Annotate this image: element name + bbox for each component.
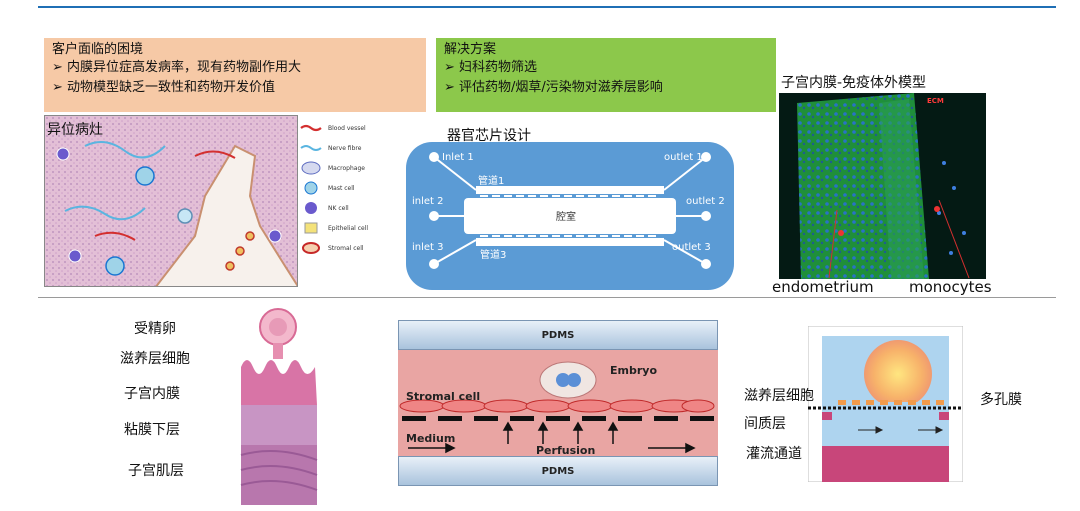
layer-label: 子宫肌层 xyxy=(128,463,184,479)
fluorescence-drawing xyxy=(779,93,986,279)
chip-channels xyxy=(429,152,711,269)
medium-label: Medium xyxy=(406,432,456,445)
channel-1-label: 管道1 xyxy=(478,176,505,187)
challenges-title: 客户面临的困境 xyxy=(52,42,144,57)
challenges-box: 客户面临的困境 ➢ 内膜异位症高发病率，现有药物副作用大 ➢ 动物模型缺乏一致性… xyxy=(44,38,426,112)
solutions-box: 解决方案 ➢ 妇科药物筛选 ➢ 评估药物/烟草/污染物对滋养层影响 xyxy=(436,38,776,112)
chip-title: 器官芯片设计 xyxy=(447,128,531,144)
blood-vessel-icon xyxy=(300,124,322,132)
organ-chip-diagram: Inlet 1 inlet 2 inlet 3 outlet 1 outlet … xyxy=(406,142,734,290)
legend-row: Macrophage xyxy=(300,158,412,178)
mast-cell-icon xyxy=(304,181,318,195)
macrophage-icon xyxy=(301,161,321,175)
immune-model-title: 子宫内膜-免疫体外模型 xyxy=(781,75,927,91)
perfusion-channel-label: 灌流通道 xyxy=(746,446,802,462)
outlet-2-label: outlet 2 xyxy=(686,196,725,207)
legend-row: Mast cell xyxy=(300,178,412,198)
cell-legend: Blood vessel Nerve fibre Macrophage Mast… xyxy=(300,118,412,258)
legend-row: Nerve fibre xyxy=(300,138,412,158)
pdms-bottom-layer: PDMS xyxy=(398,456,718,486)
layer-label: 粘膜下层 xyxy=(124,422,180,438)
epithelial-cell-icon xyxy=(304,222,318,234)
legend-label: Macrophage xyxy=(328,164,365,172)
chamber-label: 腔室 xyxy=(556,212,576,223)
trophoblast-label: 滋养层细胞 xyxy=(744,388,814,404)
outlet-1-label: outlet 1 xyxy=(664,152,703,163)
nk-cell-icon xyxy=(305,202,317,214)
legend-row: NK cell xyxy=(300,198,412,218)
layer-label: 子宫内膜 xyxy=(124,386,180,402)
legend-row: Blood vessel xyxy=(300,118,412,138)
solutions-title: 解决方案 xyxy=(444,42,497,57)
layer-label: 受精卵 xyxy=(134,321,176,337)
endometrium-label: endometrium xyxy=(772,278,874,296)
device-internals xyxy=(399,361,715,454)
legend-label: Nerve fibre xyxy=(328,144,362,152)
histology-drawing xyxy=(45,116,297,286)
ecm-tag: ECM xyxy=(927,97,944,105)
stromal-cell-icon xyxy=(302,242,320,254)
solution-item: ➢ 妇科药物筛选 xyxy=(444,60,538,75)
inlet-3-label: inlet 3 xyxy=(412,242,444,253)
top-rule xyxy=(38,6,1056,8)
legend-label: Mast cell xyxy=(328,184,355,192)
embryo-label: Embryo xyxy=(610,364,658,377)
legend-row: Stromal cell xyxy=(300,238,412,258)
lesion-label: 异位病灶 xyxy=(47,122,103,138)
monocytes-label: monocytes xyxy=(909,278,992,296)
outlet-3-label: outlet 3 xyxy=(672,242,711,253)
porous-membrane-label: 多孔膜 xyxy=(980,392,1022,408)
legend-row: Epithelial cell xyxy=(300,218,412,238)
legend-label: Stromal cell xyxy=(328,244,364,252)
layer-label: 滋养层细胞 xyxy=(120,351,190,367)
nerve-fibre-icon xyxy=(300,145,322,151)
perfusion-device-diagram: PDMS PDMS xyxy=(398,320,718,486)
legend-label: Blood vessel xyxy=(328,124,366,132)
channel-3-label: 管道3 xyxy=(480,250,507,261)
legend-label: Epithelial cell xyxy=(328,224,369,232)
section-divider xyxy=(38,297,1056,298)
solution-item: ➢ 评估药物/烟草/污染物对滋养层影响 xyxy=(444,80,663,95)
inlet-2-label: inlet 2 xyxy=(412,196,444,207)
stroma-label: 间质层 xyxy=(744,416,786,432)
uterus-drawing xyxy=(240,308,318,505)
pointer-lines xyxy=(828,200,970,279)
fluorescence-image: ECM xyxy=(779,93,986,279)
trophoblast-model-diagram xyxy=(807,325,964,483)
inlet-1-label: Inlet 1 xyxy=(442,152,474,163)
lesion-histology-image: 异位病灶 xyxy=(44,115,298,287)
legend-label: NK cell xyxy=(328,204,349,212)
stromal-cell-label: Stromal cell xyxy=(406,390,481,403)
trophoblast-model-drawing xyxy=(807,325,964,483)
perfusion-label: Perfusion xyxy=(536,444,596,457)
pdms-top-layer: PDMS xyxy=(398,320,718,350)
challenge-item: ➢ 内膜异位症高发病率，现有药物副作用大 xyxy=(52,60,302,75)
challenge-item: ➢ 动物模型缺乏一致性和药物开发价值 xyxy=(52,80,276,95)
uterus-histology-image xyxy=(237,305,320,505)
